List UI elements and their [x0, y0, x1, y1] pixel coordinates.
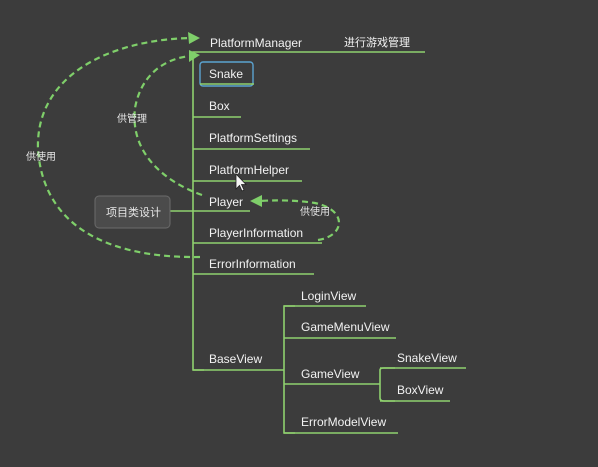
note-manage: 供管理 [117, 112, 147, 125]
branch-playerinformation[interactable]: PlayerInformation [209, 226, 303, 240]
branch-baseview[interactable]: BaseView [209, 352, 262, 366]
baseview-loginview[interactable]: LoginView [301, 289, 356, 303]
note-use-left: 供使用 [26, 150, 56, 163]
arrowhead-manage [189, 50, 200, 62]
dashed-arrow-manage [133, 54, 203, 197]
dashed-arrow-use-right [259, 199, 341, 242]
gameview-snakeview[interactable]: SnakeView [397, 351, 457, 365]
arrowhead-use-outer [188, 32, 200, 44]
center-topic-box[interactable] [94, 195, 171, 229]
note-use-right: 供使用 [300, 205, 330, 218]
root-note: 进行游戏管理 [344, 35, 410, 49]
gameview-children-spine [379, 367, 395, 402]
branch-errorinformation[interactable]: ErrorInformation [209, 257, 296, 271]
mouse-cursor-icon [235, 173, 247, 192]
branch-platformsettings[interactable]: PlatformSettings [209, 131, 297, 145]
baseview-gameview[interactable]: GameView [301, 367, 360, 381]
gameview-boxview[interactable]: BoxView [397, 383, 444, 397]
arrowhead-use-right [250, 195, 262, 207]
baseview-errormodelview[interactable]: ErrorModelView [301, 415, 386, 429]
baseview-gamemenuview[interactable]: GameMenuView [301, 320, 390, 334]
snake-selection-highlight [199, 61, 254, 87]
branch-player[interactable]: Player [209, 195, 243, 209]
branch-platformhelper[interactable]: PlatformHelper [209, 163, 289, 177]
branch-snake[interactable]: Snake [209, 67, 243, 81]
center-topic-label: 项目类设计 [106, 205, 161, 219]
root-label[interactable]: PlatformManager [210, 36, 302, 50]
branch-box[interactable]: Box [209, 99, 230, 113]
baseview-children-spine [283, 305, 295, 434]
